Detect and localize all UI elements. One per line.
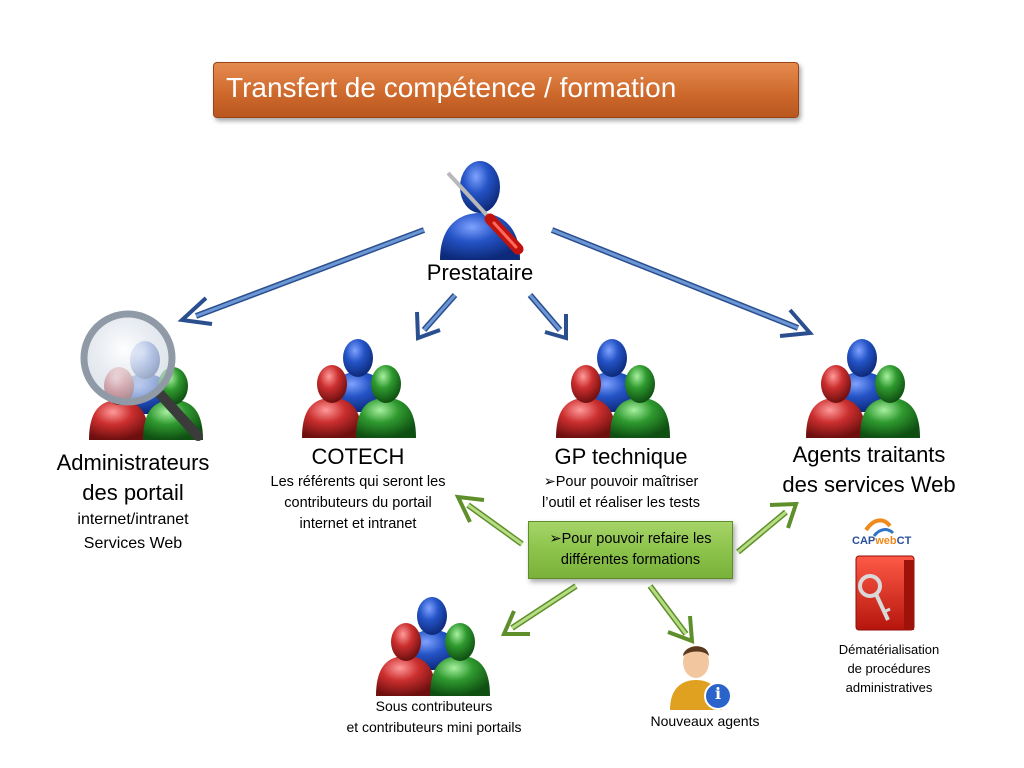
capweb-label: Dématérialisation de procédures administ…: [818, 640, 960, 697]
capweb-line1: Dématérialisation: [838, 642, 940, 657]
sous-group-icon: [376, 597, 490, 696]
capwebct-text: CAPwebCT: [852, 535, 912, 547]
cotech-line2: contributeurs du portail: [284, 495, 432, 511]
formation-line1: ➢Pour pouvoir refaire les: [549, 531, 712, 547]
page-title: Transfert de compétence / formation: [226, 72, 677, 103]
cotech-title: COTECH: [311, 444, 405, 469]
new-agent-icon: [670, 646, 732, 710]
formation-line2: différentes formations: [560, 552, 701, 568]
prestataire-label: Prestataire: [426, 260, 534, 285]
nouveaux-label: Nouveaux agents: [650, 713, 760, 729]
agents-line1: Agents traitants: [792, 442, 946, 467]
bullet-icon: ➢: [543, 474, 556, 490]
cotech-label: COTECH Les référents qui seront les cont…: [248, 442, 468, 535]
prestataire-icon: [440, 161, 524, 260]
gp-line2: l’outil et réaliser les tests: [542, 495, 700, 511]
capweb-line2: de procédures: [847, 661, 931, 676]
sous-line1: Sous contributeurs: [375, 698, 493, 714]
folder-key-icon: [855, 555, 915, 631]
arrow-prestataire-cotech: [415, 293, 458, 341]
formation-box: ➢Pour pouvoir refaire les différentes fo…: [528, 521, 733, 579]
cotech-line1: Les référents qui seront les: [270, 474, 446, 490]
admin-line1: Administrateurs: [56, 450, 210, 475]
arrow-formation-nouveaux: [647, 584, 695, 644]
agents-label: Agents traitants des services Web: [766, 440, 972, 500]
agents-group-icon: [806, 339, 920, 438]
sous-label: Sous contributeurs et contributeurs mini…: [316, 696, 552, 738]
capwebct-logo: [864, 518, 895, 537]
cotech-line3: internet et intranet: [299, 516, 417, 532]
gp-label: GP technique ➢Pour pouvoir maîtriser l’o…: [512, 442, 730, 514]
bullet-icon: ➢: [549, 531, 562, 547]
arrow-prestataire-gp: [527, 293, 568, 341]
capweb-line3: administratives: [845, 680, 933, 695]
arrow-formation-sous: [500, 583, 578, 636]
arrow-prestataire-agents: [550, 227, 815, 338]
gp-line1: ➢Pour pouvoir maîtriser: [543, 474, 699, 490]
arrow-formation-cotech: [454, 494, 524, 547]
admin-label: Administrateurs des portail internet/int…: [28, 448, 238, 556]
gp-group-icon: [556, 339, 670, 438]
title-banner: [213, 62, 799, 118]
sous-line2: et contributeurs mini portails: [346, 719, 522, 735]
admin-line3: internet/intranet: [77, 511, 189, 528]
info-icon: i: [714, 684, 722, 703]
arrow-formation-agents: [736, 501, 799, 555]
cotech-group-icon: [302, 339, 416, 438]
gp-title: GP technique: [554, 444, 688, 469]
magnifier-icon: [80, 310, 203, 441]
arrow-prestataire-admin: [177, 227, 426, 326]
agents-line2: des services Web: [782, 472, 956, 497]
admin-line4: Services Web: [83, 535, 183, 552]
admin-line2: des portail: [82, 480, 184, 505]
